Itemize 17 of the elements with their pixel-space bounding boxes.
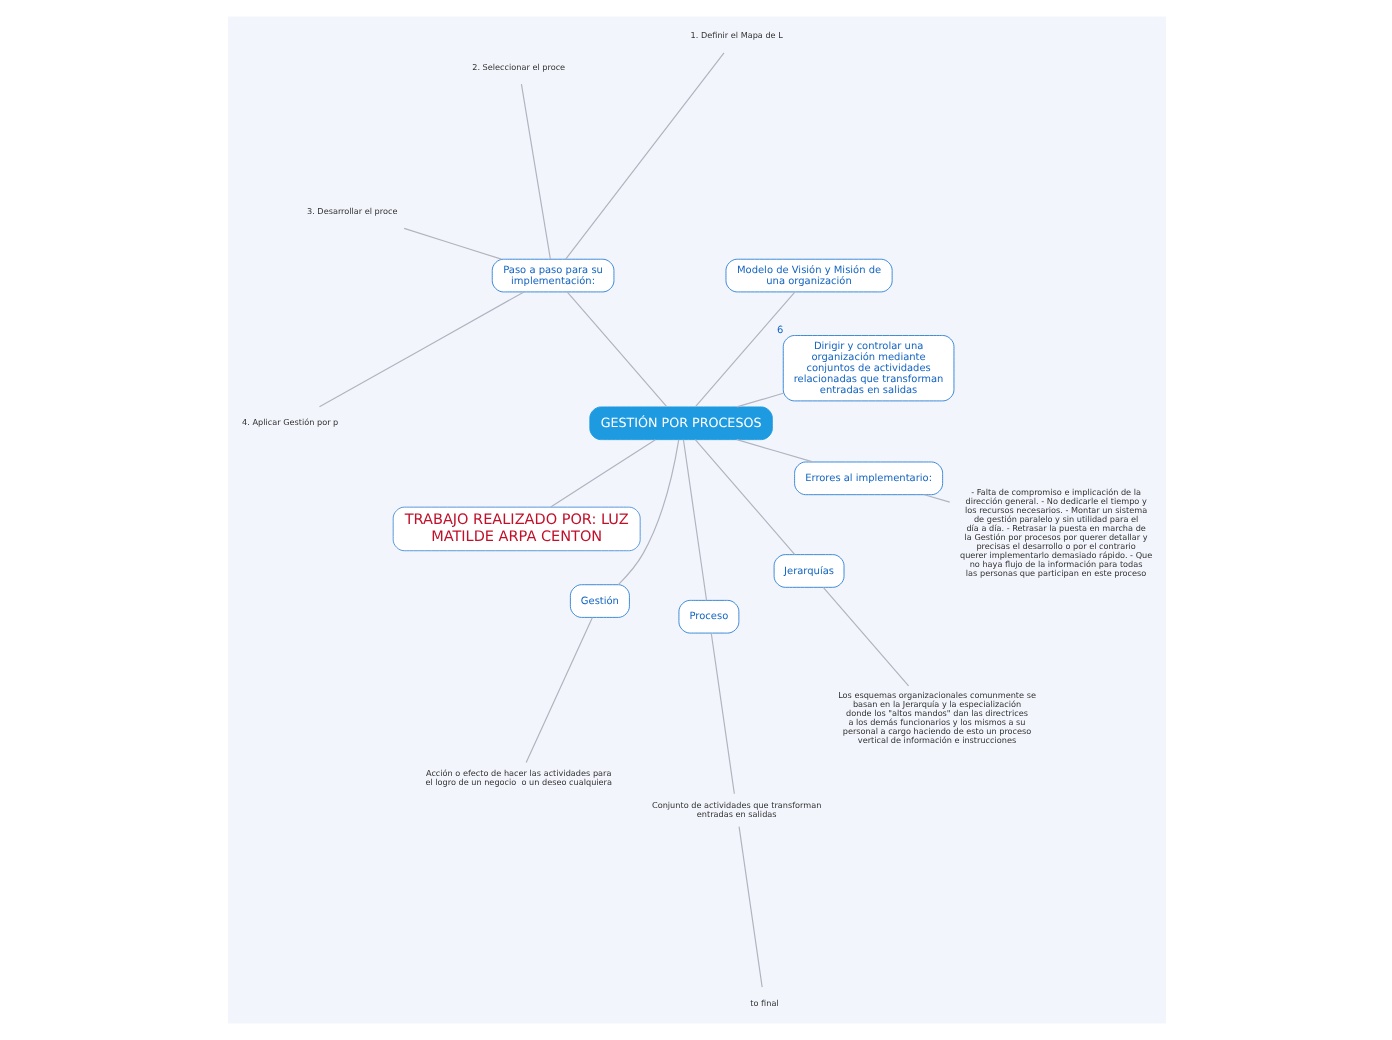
connector: [737, 826, 762, 988]
connector: [922, 494, 950, 503]
connector: [565, 291, 667, 408]
connector: [549, 439, 655, 508]
connector: [693, 291, 795, 408]
connector: [524, 616, 592, 764]
connector: [616, 439, 679, 586]
connector: [564, 52, 724, 260]
connector: [402, 227, 501, 260]
connector: [693, 439, 795, 556]
connector: [821, 586, 909, 687]
connector: [317, 291, 524, 408]
connector: [709, 632, 734, 795]
connector: [681, 439, 707, 601]
connector: [735, 439, 813, 463]
connector: [519, 83, 550, 260]
connector: [735, 392, 783, 408]
